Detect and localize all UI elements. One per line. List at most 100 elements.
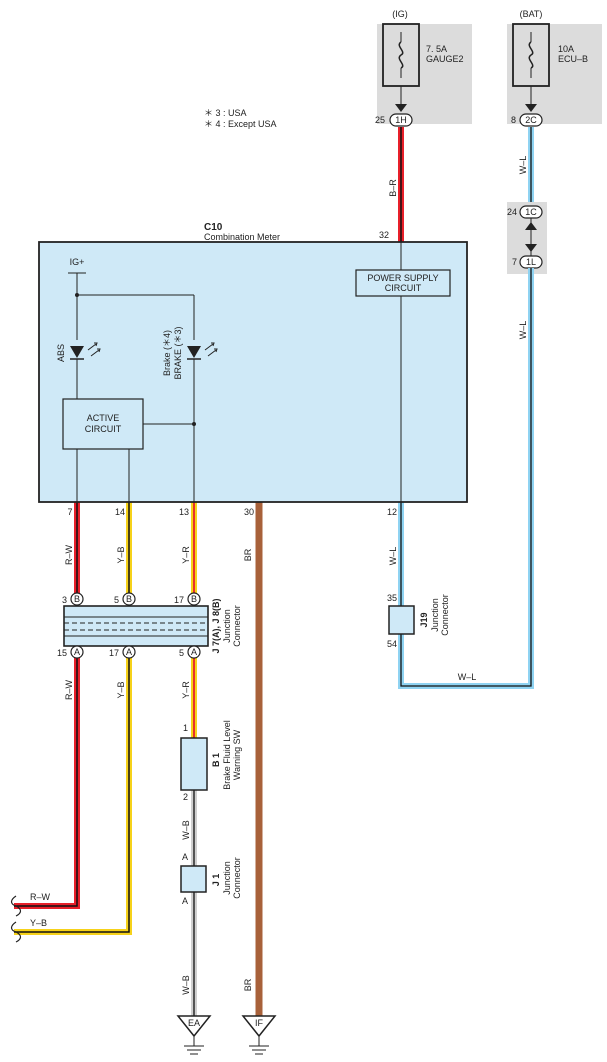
ig-fuse-block: (IG) 7. 5A GAUGE2 25 1H bbox=[375, 9, 472, 127]
wire-yr: Y–R Y–R bbox=[181, 502, 197, 738]
svg-text:Connector: Connector bbox=[232, 857, 242, 899]
meter-pin-7: 7 bbox=[67, 507, 72, 517]
svg-text:35: 35 bbox=[387, 593, 397, 603]
note-usa: ＊ 3 : USA bbox=[204, 108, 247, 118]
ig-fuse-amp: 7. 5A bbox=[426, 44, 447, 54]
brake-fluid-switch-b1: 1 2 B 1 Brake Fluid Level Warning SW bbox=[180, 720, 242, 802]
meter-pin-32: 32 bbox=[379, 230, 389, 240]
svg-text:5: 5 bbox=[179, 648, 184, 658]
ground-if: IF bbox=[241, 1015, 277, 1055]
meter-pin-14: 14 bbox=[115, 507, 125, 517]
junction-j7-j8: 3 B 5 B 17 B 15 A 17 A 5 A J 7(A), J 8(B… bbox=[57, 592, 242, 659]
svg-text:A: A bbox=[182, 896, 188, 906]
svg-text:A: A bbox=[74, 647, 80, 657]
svg-text:3: 3 bbox=[62, 595, 67, 605]
ig-pin-id: 1H bbox=[395, 115, 407, 125]
wire-label-wl-4: W–L bbox=[458, 672, 477, 682]
power-supply-label-1: POWER SUPPLY bbox=[367, 273, 438, 283]
meter-pin-12: 12 bbox=[387, 507, 397, 517]
svg-text:B: B bbox=[126, 594, 132, 604]
svg-text:Connector: Connector bbox=[232, 605, 242, 647]
svg-text:54: 54 bbox=[387, 639, 397, 649]
junction-j7-j8-code: J 7(A), J 8(B) bbox=[211, 598, 221, 653]
power-supply-label-2: CIRCUIT bbox=[385, 283, 422, 293]
wire-label-rw-2: R–W bbox=[64, 679, 74, 700]
ground-ea-label: EA bbox=[188, 1018, 200, 1028]
wire-label-br-2: BR bbox=[243, 978, 253, 991]
wire-label-yb-end: Y–B bbox=[30, 918, 47, 928]
svg-text:A: A bbox=[191, 647, 197, 657]
ground-ea-icon bbox=[184, 1036, 204, 1055]
svg-text:A: A bbox=[182, 852, 188, 862]
wire-br: BR BR bbox=[243, 502, 263, 1016]
wire-label-yb-2: Y–B bbox=[116, 681, 126, 698]
meter-pin-13: 13 bbox=[179, 507, 189, 517]
wire-label-wl-2: W–L bbox=[518, 321, 528, 340]
wire-label-yr-2: Y–R bbox=[181, 681, 191, 699]
switch-b1-code: B 1 bbox=[211, 753, 221, 767]
bat-fuse-amp: 10A bbox=[558, 44, 574, 54]
bat-pin-num: 8 bbox=[511, 115, 516, 125]
ig-pin-num: 25 bbox=[375, 115, 385, 125]
ig-fuse-icon bbox=[398, 41, 404, 69]
note-except-usa: ＊ 4 : Except USA bbox=[204, 119, 277, 129]
bat-fuse-name: ECU–B bbox=[558, 54, 588, 64]
inline-connector-1c-1l: 24 1C 7 1L bbox=[507, 202, 547, 274]
wire-wl-loop: W–L W–L bbox=[398, 268, 534, 689]
ig-fuse-name: GAUGE2 bbox=[426, 54, 464, 64]
wire-rw: R–W R–W R–W bbox=[14, 502, 80, 909]
svg-text:1C: 1C bbox=[525, 207, 537, 217]
active-circuit-label-2: CIRCUIT bbox=[85, 424, 122, 434]
ground-if-label: IF bbox=[255, 1018, 264, 1028]
bat-label: (BAT) bbox=[520, 9, 543, 19]
combination-meter: C10 Combination Meter 32 IG+ ABS Brak bbox=[38, 222, 468, 517]
active-circuit-box bbox=[62, 398, 144, 450]
brake-label-usa: BRAKE (＊3) bbox=[173, 326, 183, 379]
svg-text:17: 17 bbox=[109, 648, 119, 658]
meter-pin-30: 30 bbox=[244, 507, 254, 517]
wire-wl-meter: W–L bbox=[388, 502, 404, 606]
wire-label-yr-1: Y–R bbox=[181, 546, 191, 564]
wire-label-rw-end: R–W bbox=[30, 892, 51, 902]
ground-if-icon bbox=[249, 1036, 269, 1055]
wire-break-icon bbox=[10, 895, 22, 943]
power-supply-circuit-box bbox=[355, 269, 451, 297]
svg-text:17: 17 bbox=[174, 595, 184, 605]
wire-label-rw-1: R–W bbox=[64, 544, 74, 565]
svg-text:B: B bbox=[191, 594, 197, 604]
wire-label-br-1: BR bbox=[243, 548, 253, 561]
bat-pin-id: 2C bbox=[525, 115, 537, 125]
meter-name: Combination Meter bbox=[204, 232, 280, 242]
svg-text:5: 5 bbox=[114, 595, 119, 605]
svg-text:Connector: Connector bbox=[440, 594, 450, 636]
ground-ea: EA bbox=[176, 1015, 212, 1055]
svg-text:2: 2 bbox=[183, 792, 188, 802]
wire-br-top: B–R bbox=[388, 127, 404, 242]
svg-text:Junction: Junction bbox=[222, 609, 232, 643]
svg-text:1L: 1L bbox=[526, 257, 536, 267]
active-circuit-label-1: ACTIVE bbox=[87, 413, 120, 423]
svg-text:Junction: Junction bbox=[222, 861, 232, 895]
brake-label-except-usa: Brake (＊4) bbox=[162, 330, 172, 376]
svg-text:7: 7 bbox=[512, 257, 517, 267]
bat-fuse-icon bbox=[528, 41, 534, 69]
abs-label: ABS bbox=[56, 344, 66, 362]
svg-text:Brake Fluid Level: Brake Fluid Level bbox=[222, 720, 232, 790]
junction-j19: 35 54 J19 Junction Connector bbox=[387, 593, 450, 649]
svg-text:15: 15 bbox=[57, 648, 67, 658]
ig-plus-label: IG+ bbox=[70, 257, 85, 267]
wire-label-wl-1: W–L bbox=[518, 156, 528, 175]
svg-text:1: 1 bbox=[183, 723, 188, 733]
ig-label: (IG) bbox=[392, 9, 408, 19]
ig-arrow-icon bbox=[395, 104, 407, 112]
wire-label-wb-2: W–B bbox=[181, 975, 191, 995]
svg-text:Junction: Junction bbox=[430, 598, 440, 632]
wire-yb: Y–B Y–B Y–B bbox=[14, 502, 132, 935]
wire-label-wb-1: W–B bbox=[181, 820, 191, 840]
bat-fuse-block: (BAT) 10A ECU–B 8 2C bbox=[507, 9, 602, 127]
wire-label-yb-1: Y–B bbox=[116, 546, 126, 563]
junction-j19-code: J19 bbox=[419, 612, 429, 627]
svg-text:Warning SW: Warning SW bbox=[232, 729, 242, 780]
svg-text:A: A bbox=[126, 647, 132, 657]
